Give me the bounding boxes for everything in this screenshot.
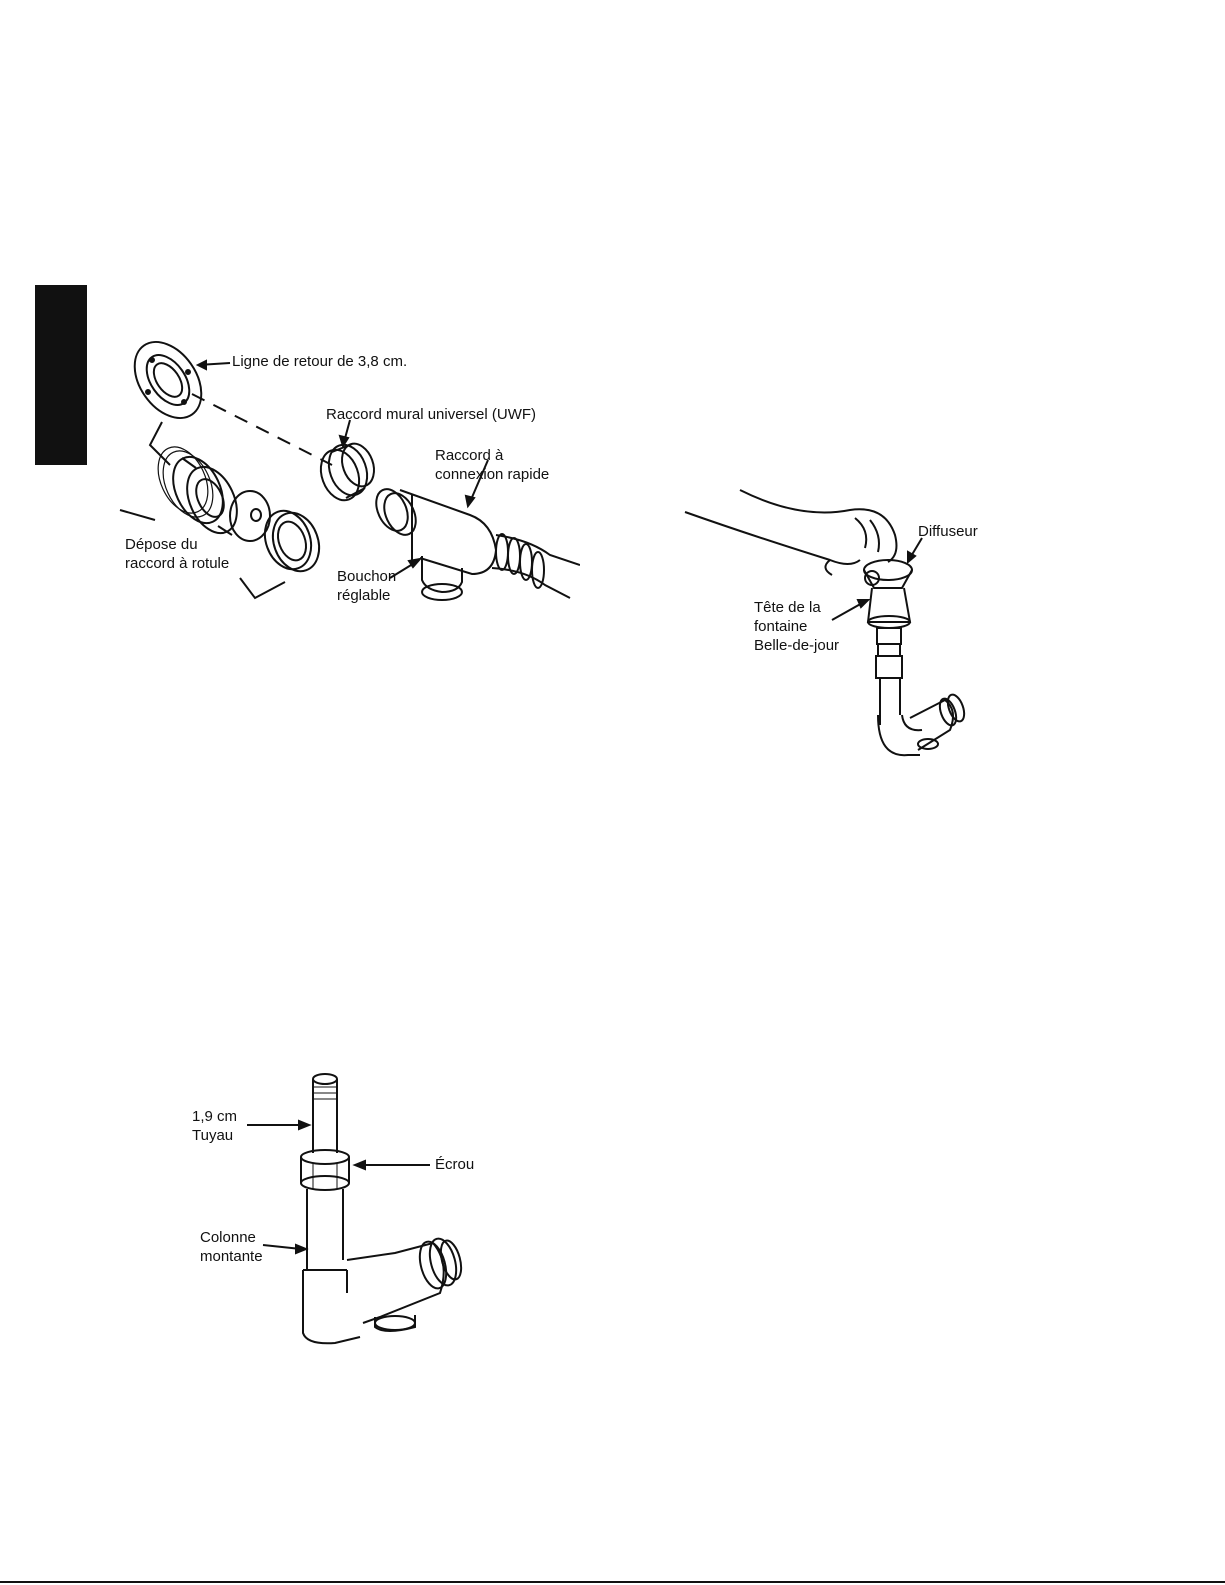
pipe-drawing xyxy=(313,1074,337,1153)
riser-drawing xyxy=(876,644,967,755)
language-tab xyxy=(35,285,87,465)
riser-label: Colonne montante xyxy=(200,1228,263,1266)
uwf-label: Raccord mural universel (UWF) xyxy=(326,405,536,424)
figure-pipe-riser: 1,9 cm Tuyau Écrou Colonne montante xyxy=(185,1065,485,1350)
figure-wall-fitting: Ligne de retour de 3,8 cm. Raccord mural… xyxy=(100,330,580,610)
fountain-head-drawing xyxy=(868,588,910,644)
return-flange-drawing xyxy=(121,330,215,430)
riser-pipe-drawing xyxy=(303,1189,465,1343)
figure-fountain-head: Diffuseur Tête de la fontaine Belle-de-j… xyxy=(660,480,1000,765)
fountain-head-label: Tête de la fontaine Belle-de-jour xyxy=(754,598,839,655)
page-bottom-rule xyxy=(0,1581,1225,1583)
pipe-label: 1,9 cm Tuyau xyxy=(192,1107,237,1145)
nut-label: Écrou xyxy=(435,1155,474,1174)
cap-label: Bouchon réglable xyxy=(337,567,396,605)
hand-drawing xyxy=(685,490,896,575)
return-line-label: Ligne de retour de 3,8 cm. xyxy=(232,352,407,371)
uwf-ring-drawing xyxy=(314,439,379,505)
nut-drawing xyxy=(301,1150,349,1190)
quick-connect-drawing xyxy=(370,484,580,600)
diffuser-label: Diffuseur xyxy=(918,522,978,541)
quick-connect-label: Raccord à connexion rapide xyxy=(435,446,549,484)
diffuser-drawing xyxy=(864,560,912,588)
ball-removal-label: Dépose du raccord à rotule xyxy=(125,535,229,573)
